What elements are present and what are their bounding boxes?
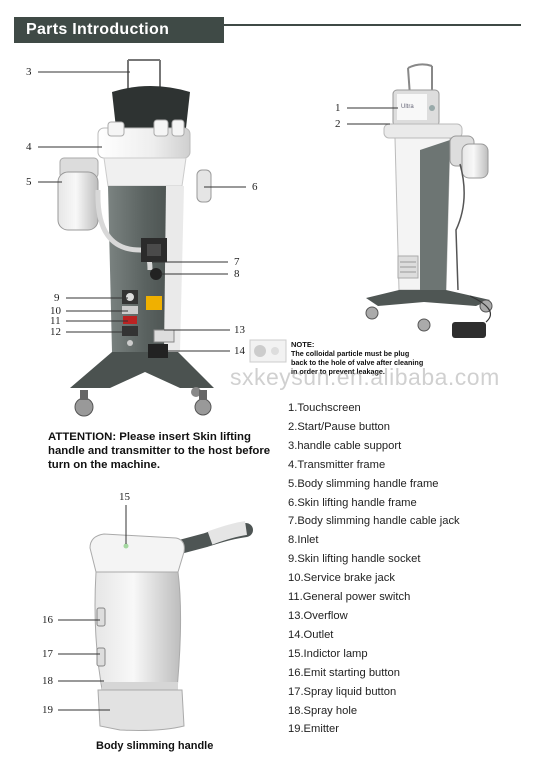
attention-text: ATTENTION: Please insert Skin lifting ha…	[48, 431, 271, 471]
parts-list-item: 7.Body slimming handle cable jack	[288, 515, 460, 528]
parts-list-item: 14.Outlet	[288, 628, 334, 641]
callout-13: 13	[234, 324, 245, 336]
callout-14: 14	[234, 345, 245, 357]
parts-list-item: 10.Service brake jack	[288, 572, 395, 585]
callout-17: 17	[42, 648, 53, 660]
callout-9: 9	[54, 292, 60, 304]
parts-list-item: 9.Skin lifting handle socket	[288, 553, 421, 566]
callout-18: 18	[42, 675, 53, 687]
callout-1: 1	[335, 102, 341, 114]
parts-list-item: 3.handle cable support	[288, 439, 402, 452]
parts-list-item: 17.Spray liquid button	[288, 685, 397, 698]
callout-3: 3	[26, 66, 32, 78]
callout-6: 6	[252, 181, 258, 193]
parts-list-item: 5.Body slimming handle frame	[288, 477, 439, 490]
note-box: NOTE: The colloidal particle must be plu…	[291, 340, 426, 376]
parts-list: 1.Touchscreen 2.Start/Pause button 3.han…	[288, 399, 460, 739]
parts-list-item: 8.Inlet	[288, 534, 319, 547]
parts-list-item: 15.Indictor lamp	[288, 647, 368, 660]
callout-2: 2	[335, 118, 341, 130]
callout-7: 7	[234, 256, 240, 268]
callout-11: 11	[50, 315, 61, 327]
right-machine	[365, 63, 493, 338]
callout-4: 4	[26, 141, 32, 153]
parts-list-item: 6.Skin lifting handle frame	[288, 496, 417, 509]
parts-list-item: 1.Touchscreen	[288, 402, 361, 414]
parts-list-item: 18.Spray hole	[288, 704, 358, 717]
header-rule	[224, 24, 521, 26]
section-title: Parts Introduction	[26, 21, 170, 38]
callout-19: 19	[42, 704, 53, 716]
watermark: sxkeysun.en.alibaba.com	[230, 364, 500, 390]
callout-16: 16	[42, 614, 53, 626]
parts-list-item: 2.Start/Pause button	[288, 420, 390, 433]
parts-list-item: 4.Transmitter frame	[288, 458, 386, 471]
handle-caption: Body slimming handle	[96, 740, 214, 752]
handle-leaders	[58, 505, 127, 711]
callout-15: 15	[119, 491, 130, 503]
section-header: Parts Introduction	[14, 17, 224, 43]
left-machine	[57, 59, 214, 417]
brand-mark: Ultra	[401, 104, 414, 110]
note-title: NOTE:	[291, 340, 315, 349]
callout-8: 8	[234, 268, 240, 280]
body-slimming-handle	[89, 521, 253, 731]
parts-list-item: 16.Emit starting button	[288, 666, 400, 679]
callout-5: 5	[26, 176, 32, 188]
parts-list-item: 11.General power switch	[288, 591, 411, 604]
parts-list-item: 19.Emitter	[288, 723, 339, 736]
callout-12: 12	[50, 326, 61, 338]
left-leaders	[38, 71, 246, 352]
note-body: The colloidal particle must be plug back…	[291, 349, 424, 376]
right-leaders	[347, 107, 398, 125]
callout-10: 10	[50, 305, 61, 317]
parts-list-item: 13.Overflow	[288, 609, 348, 622]
